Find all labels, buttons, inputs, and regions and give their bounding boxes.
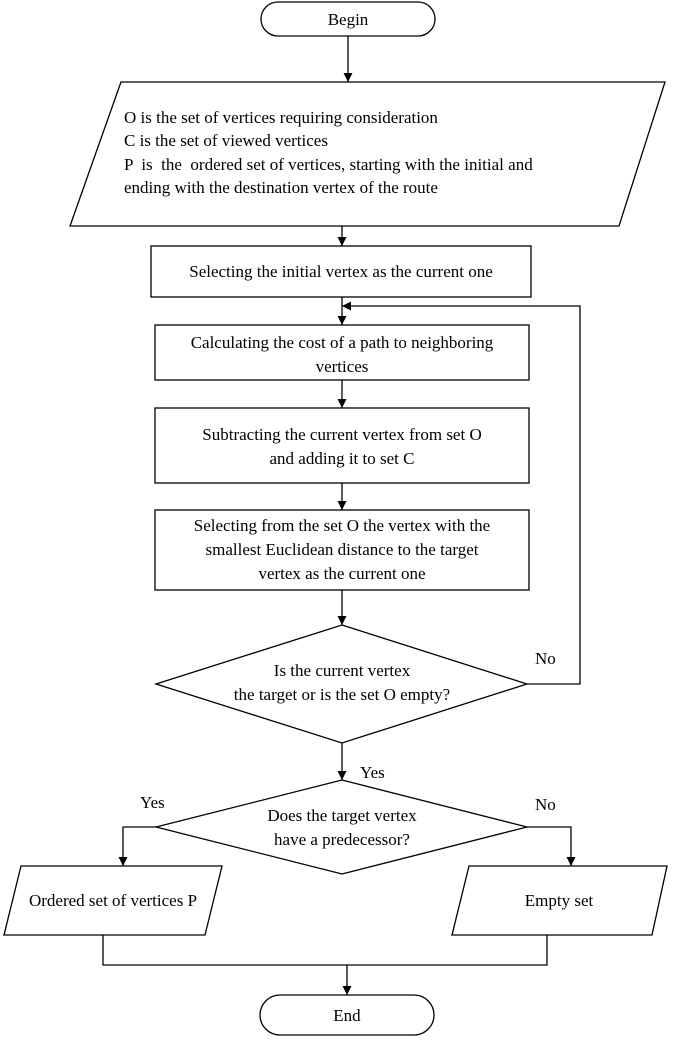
- no-loop-connector: [342, 301, 581, 685]
- yes-left-connector: [118, 826, 156, 866]
- input-line-1: O is the set of vertices requiring consi…: [124, 108, 438, 127]
- input-line-3: P is the ordered set of vertices, starti…: [124, 155, 533, 174]
- decision-predecessor-line-2: have a predecessor?: [274, 830, 410, 849]
- select-from-o-line-1: Selecting from the set O the vertex with…: [194, 516, 490, 535]
- no-right-label: No: [535, 795, 556, 814]
- select-from-o-process: Selecting from the set O the vertex with…: [154, 509, 530, 591]
- input-data-parallelogram: O is the set of vertices requiring consi…: [69, 81, 666, 227]
- subtract-line-1: Subtracting the current vertex from set …: [202, 425, 481, 444]
- output-empty-label: Empty set: [525, 891, 594, 910]
- input-line-4: ending with the destination vertex of th…: [124, 178, 438, 197]
- begin-terminator: Begin: [260, 1, 436, 37]
- input-line-2: C is the set of viewed vertices: [124, 131, 328, 150]
- decision-predecessor-line-1: Does the target vertex: [267, 806, 417, 825]
- decision-target-line-1: Is the current vertex: [274, 661, 411, 680]
- end-label: End: [333, 1006, 361, 1025]
- calc-cost-line-2: vertices: [316, 357, 369, 376]
- calc-cost-line-1: Calculating the cost of a path to neighb…: [191, 333, 494, 352]
- subtract-line-2: and adding it to set C: [270, 449, 415, 468]
- merge-left-connector: [102, 935, 548, 966]
- yes-down-label: Yes: [360, 763, 385, 782]
- output-p-parallelogram: Ordered set of vertices P: [3, 865, 223, 936]
- select-initial-label: Selecting the initial vertex as the curr…: [189, 262, 493, 281]
- calc-cost-process: Calculating the cost of a path to neighb…: [154, 324, 530, 381]
- subtract-process: Subtracting the current vertex from set …: [154, 407, 530, 484]
- select-from-o-line-2: smallest Euclidean distance to the targe…: [205, 540, 478, 559]
- output-p-label: Ordered set of vertices P: [29, 891, 197, 910]
- select-initial-process: Selecting the initial vertex as the curr…: [150, 245, 532, 298]
- no-right-connector: [527, 826, 576, 866]
- no-loop-label: No: [535, 649, 556, 668]
- begin-label: Begin: [328, 10, 369, 29]
- decision-target-line-2: the target or is the set O empty?: [234, 685, 450, 704]
- output-empty-parallelogram: Empty set: [451, 865, 668, 936]
- decision-predecessor: Does the target vertex have a predecesso…: [155, 779, 528, 875]
- select-from-o-line-3: vertex as the current one: [258, 564, 425, 583]
- decision-target-or-empty: Is the current vertex the target or is t…: [153, 624, 530, 744]
- yes-left-label: Yes: [140, 793, 165, 812]
- end-terminator: End: [259, 994, 435, 1036]
